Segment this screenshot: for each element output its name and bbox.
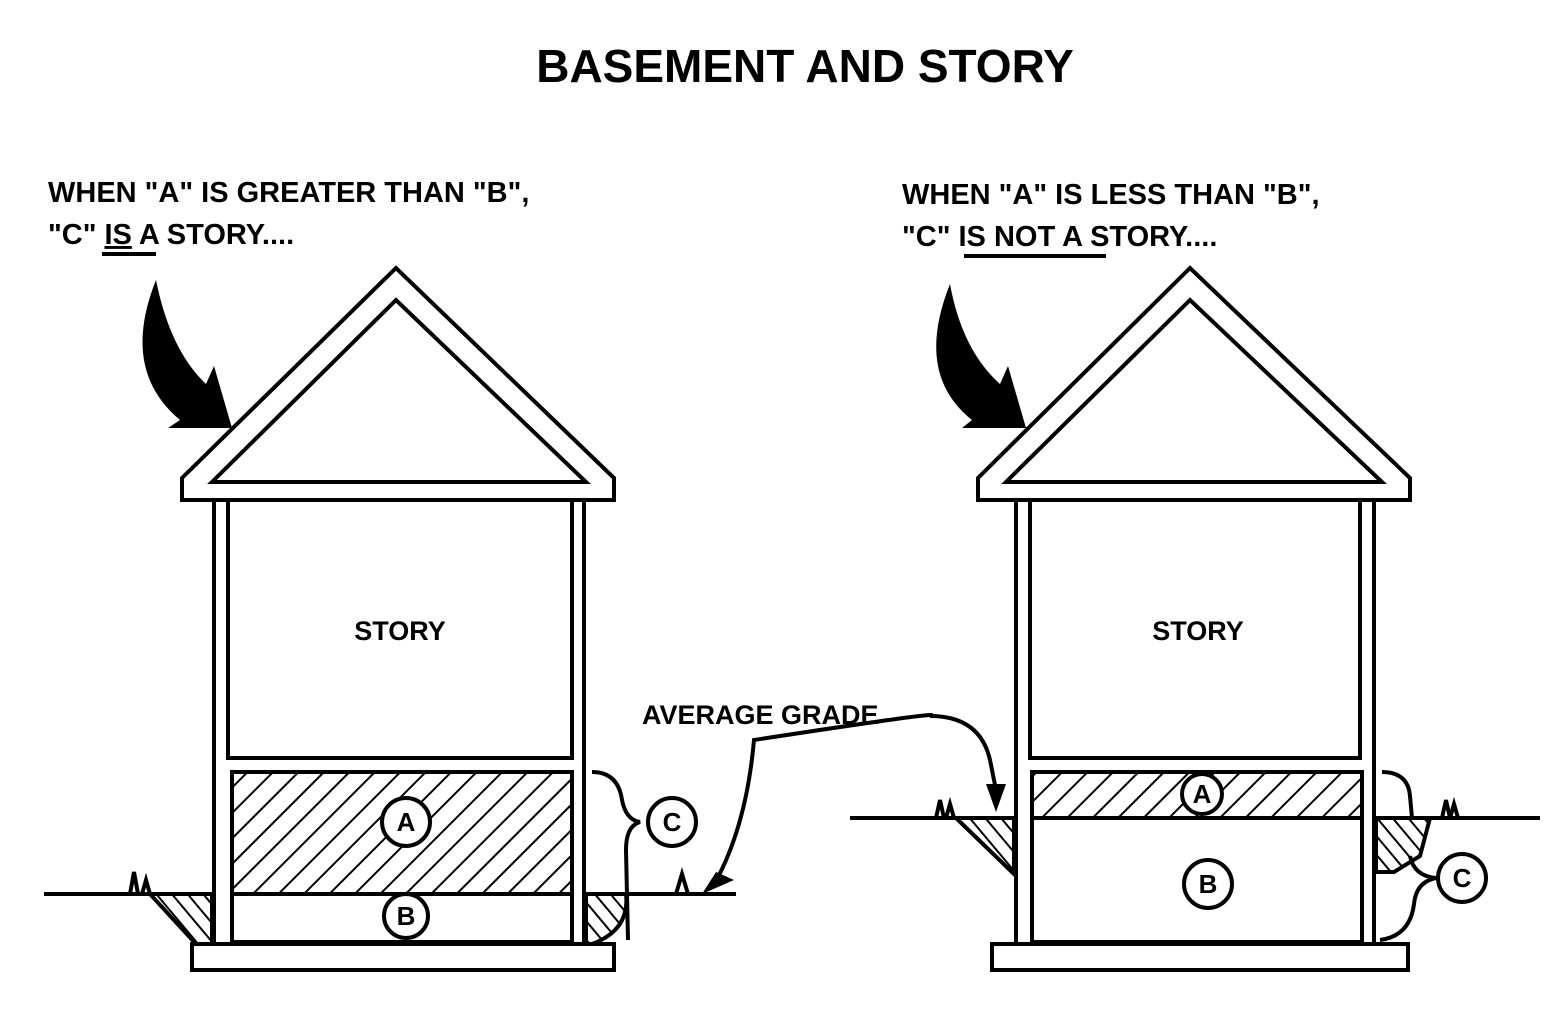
right-footing <box>990 942 1410 972</box>
right-b-circle <box>1182 858 1234 910</box>
average-grade-label: AVERAGE GRADE <box>642 700 879 730</box>
right-roof <box>976 265 1412 502</box>
left-label-c: C <box>663 807 682 837</box>
right-a-circle <box>1180 772 1224 816</box>
right-caption-emphasis: IS NOT <box>959 221 1056 253</box>
left-label-b: B <box>397 901 416 931</box>
left-pointer-arrow-icon <box>142 280 232 428</box>
left-story-label: STORY <box>354 616 446 646</box>
right-pointer-arrow-icon <box>936 284 1026 428</box>
left-soil-inner <box>584 892 629 946</box>
left-c-circle <box>646 796 698 848</box>
left-b-circle <box>382 892 430 940</box>
right-house <box>850 265 1540 972</box>
right-label-b: B <box>1199 869 1218 899</box>
left-footing <box>190 942 616 972</box>
left-grade-arrowhead <box>702 872 734 894</box>
left-c-brace <box>591 770 641 941</box>
diagram-title: BASEMENT AND STORY <box>536 40 1074 92</box>
right-story-room <box>1028 498 1362 760</box>
right-caption-line2: "C" IS NOT A STORY.... <box>902 221 1217 253</box>
right-c-circle <box>1436 852 1488 904</box>
left-caption-emphasis: IS <box>105 219 132 251</box>
left-story-room <box>226 498 574 760</box>
right-label-c: C <box>1453 863 1472 893</box>
right-soil-inner <box>1374 816 1433 874</box>
left-caption-line1: WHEN "A" IS GREATER THAN "B", <box>48 177 529 209</box>
right-caption-line1: WHEN "A" IS LESS THAN "B", <box>902 179 1320 211</box>
left-soil-outer <box>145 892 214 946</box>
left-grade-arrow <box>710 713 934 890</box>
left-roof <box>180 265 616 502</box>
right-label-a: A <box>1193 779 1212 809</box>
left-label-a: A <box>397 807 416 837</box>
right-grade-arrow <box>929 714 998 791</box>
right-c-brace <box>1379 855 1437 942</box>
right-soil-outer <box>951 816 1016 879</box>
left-house <box>44 265 934 972</box>
right-story-label: STORY <box>1152 616 1244 646</box>
left-roof-inner <box>207 297 591 484</box>
right-roof-inner <box>1001 297 1388 484</box>
left-a-circle <box>380 796 432 848</box>
right-grade-arrowhead <box>986 784 1006 812</box>
left-caption-line2: "C" IS A STORY.... <box>48 219 294 251</box>
